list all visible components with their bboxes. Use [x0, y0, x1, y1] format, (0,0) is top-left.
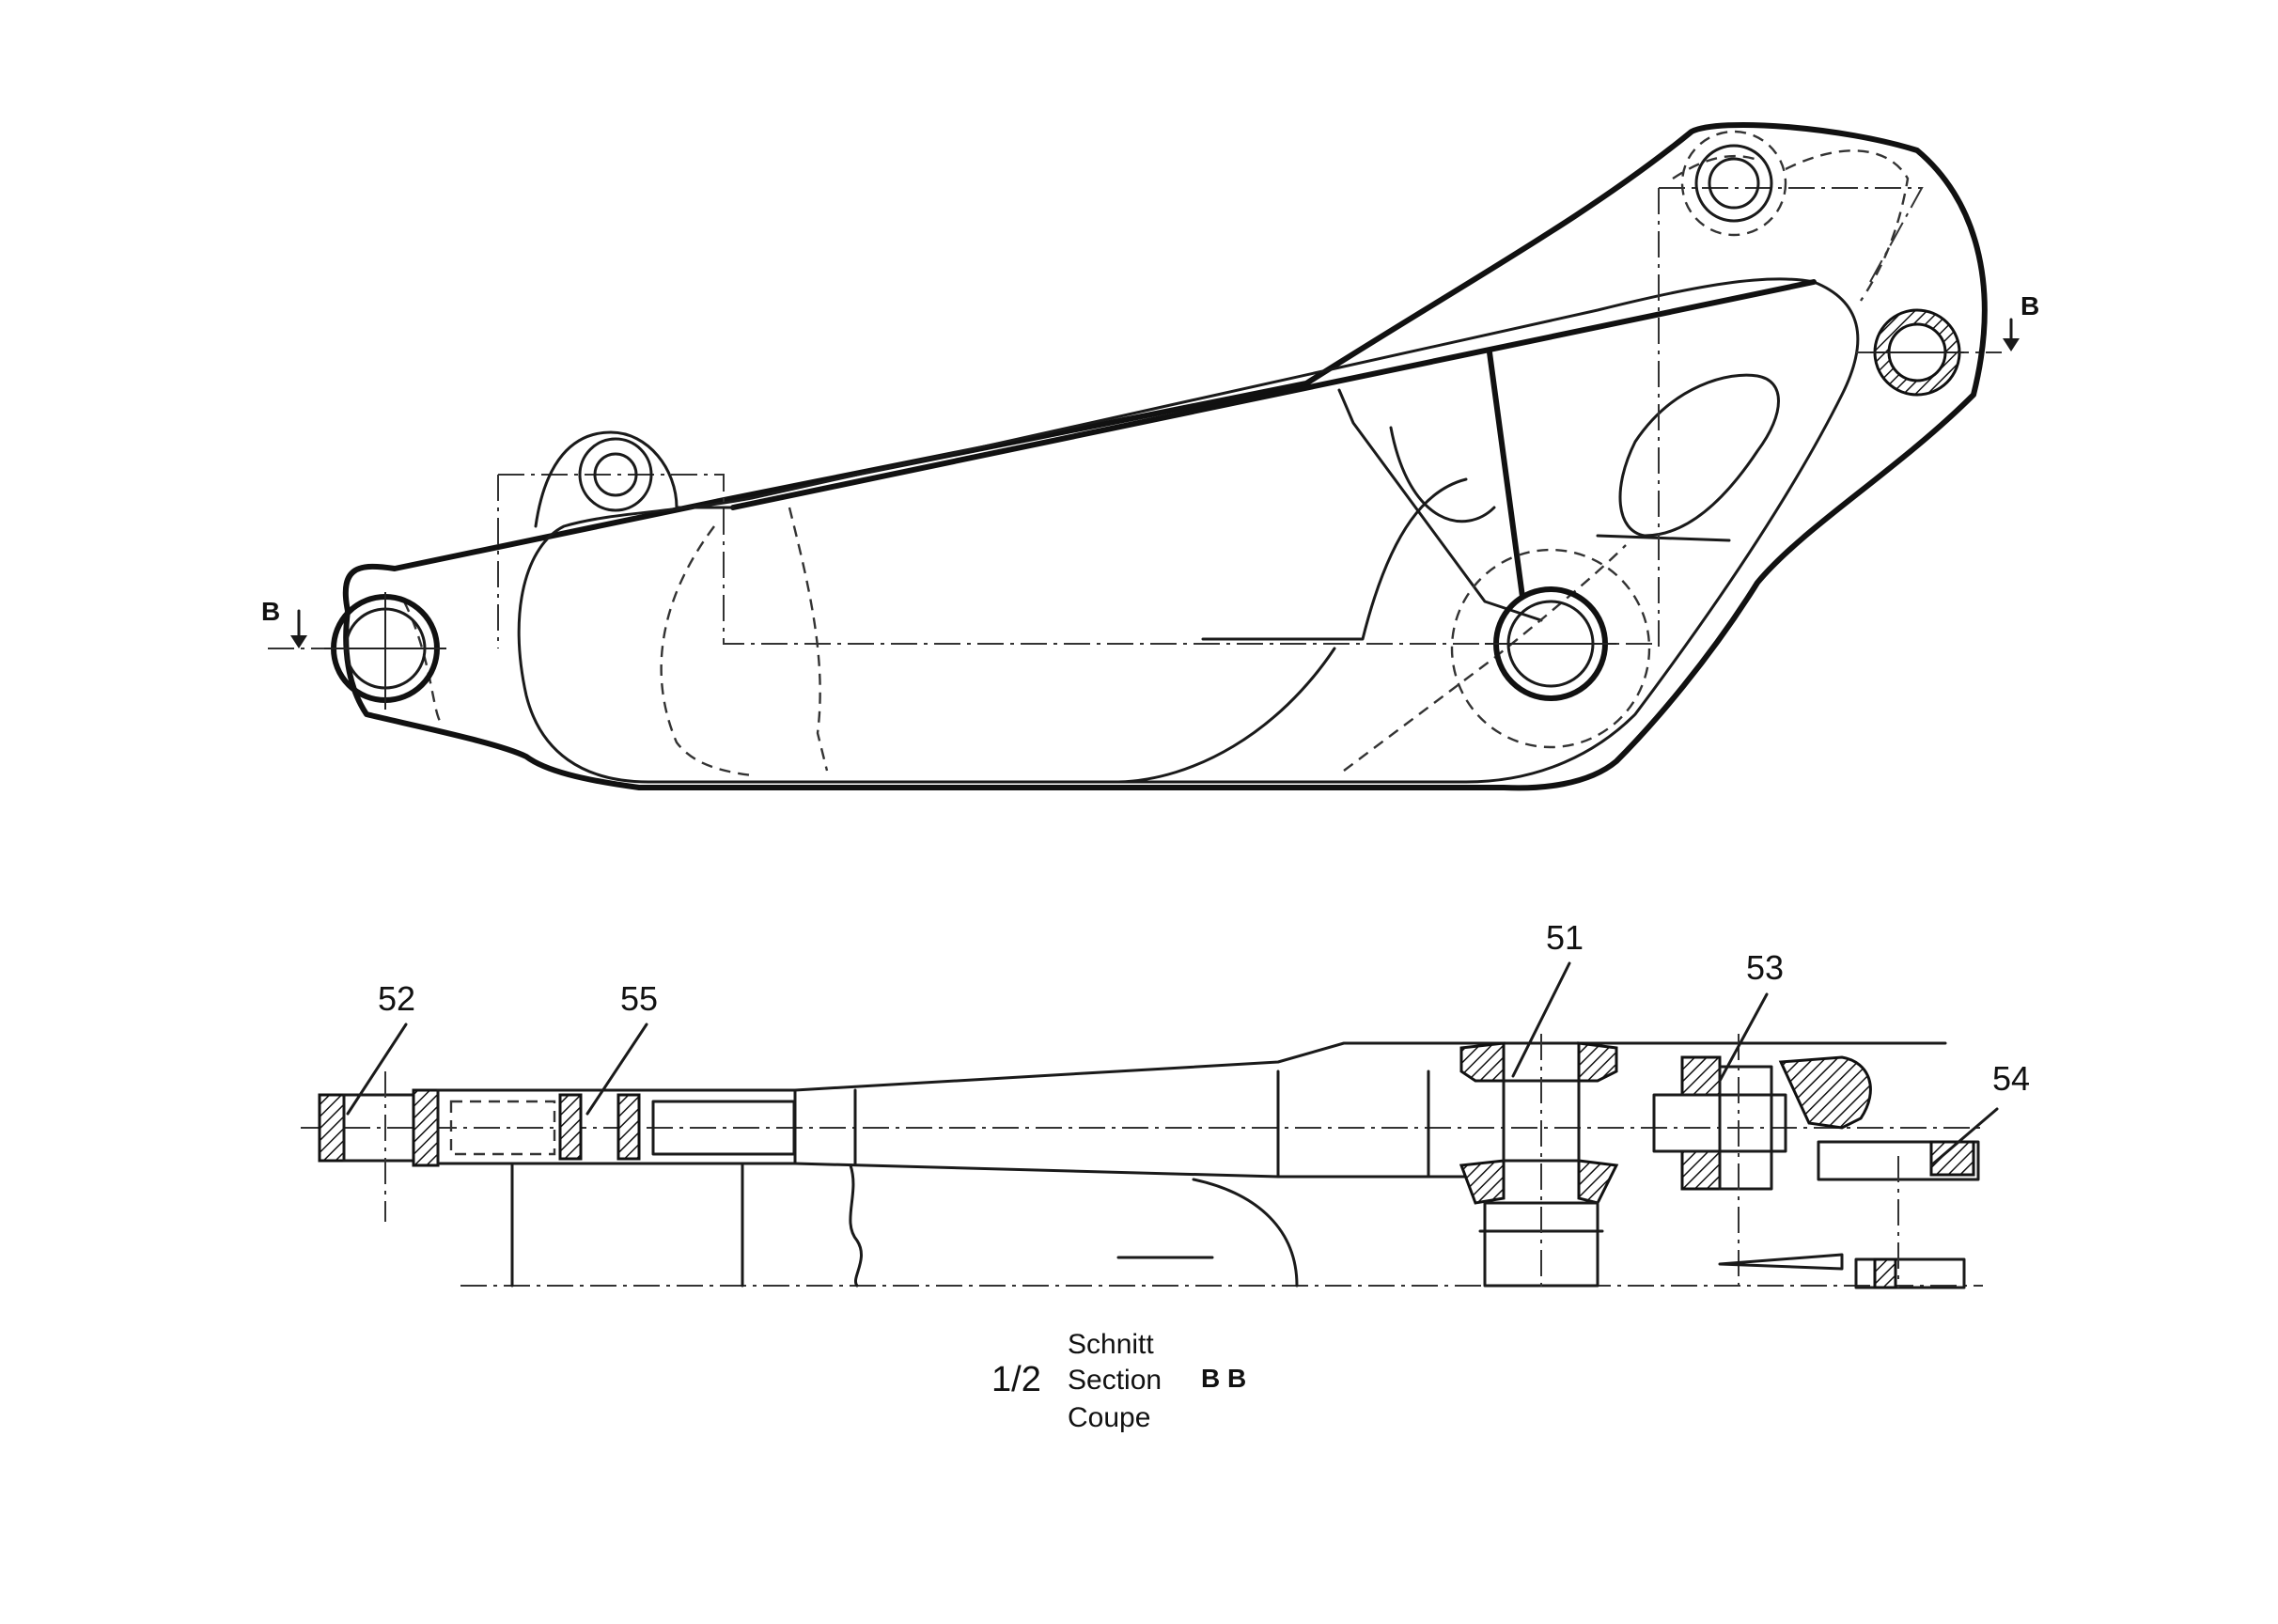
callout-54: 54	[1992, 1059, 2030, 1098]
boom-strut-2	[1337, 388, 1543, 622]
left-pin-boss	[324, 592, 446, 710]
section-caption: 1/2 Schnitt Section Coupe B B	[991, 1329, 1246, 1433]
leader-55	[585, 1023, 648, 1116]
lower-pin-hidden-circle	[1450, 548, 1651, 749]
boom-elevation-view: B B	[261, 121, 2039, 791]
section-far-right-pin	[1718, 1140, 1980, 1289]
boom-strut-3	[1596, 534, 1731, 542]
boom-oval-hole	[1618, 373, 1780, 538]
left-upper-lug	[534, 430, 735, 528]
section-boom-taper	[793, 1041, 1675, 1179]
section-marker-right: B	[2003, 291, 2039, 351]
caption-scale: 1/2	[991, 1360, 1041, 1399]
section-marker-left-letter: B	[261, 597, 280, 626]
boom-hidden-line-6	[1672, 154, 1758, 180]
right-pin-boss	[1870, 308, 1964, 397]
leader-51	[1511, 961, 1571, 1078]
boom-hidden-line-4	[1343, 544, 1627, 772]
leader-53	[1718, 992, 1769, 1083]
caption-line-1: Schnitt	[1068, 1329, 1154, 1360]
callout-52: 52	[378, 979, 415, 1018]
section-marker-right-letter: B	[2021, 291, 2039, 320]
leader-52	[346, 1023, 408, 1116]
boom-strut-4	[1389, 426, 1496, 523]
caption-line-2: Section	[1068, 1365, 1162, 1396]
callout-55: 55	[620, 979, 658, 1018]
upper-construction-frame	[1659, 187, 1924, 283]
boom-hidden-line-1	[660, 525, 753, 777]
section-right-housing	[1652, 1034, 1947, 1288]
boom-outer-contour	[342, 121, 1988, 791]
left-construction-frame	[498, 474, 1654, 645]
section-marker-left: B	[261, 597, 307, 648]
caption-line-3: Coupe	[1068, 1402, 1150, 1433]
boom-inner-window	[517, 277, 1860, 784]
leader-54	[1929, 1107, 1999, 1167]
section-left-pin-housing	[318, 1071, 440, 1222]
callout-53: 53	[1746, 948, 1784, 987]
middle-pin-boss	[1485, 586, 1616, 701]
boom-inner-rib	[1116, 477, 1468, 784]
caption-section-id: B B	[1201, 1364, 1246, 1393]
boom-top-chord	[730, 279, 1817, 510]
callout-51: 51	[1546, 918, 1584, 957]
section-bb-view: 52 55 51 53 54	[301, 918, 2030, 1289]
boom-strut-1	[1487, 350, 1525, 600]
boom-hidden-line-2	[788, 507, 829, 772]
section-bushing	[436, 1088, 797, 1165]
section-middle-pin-housing	[1459, 1034, 1619, 1288]
boom-hidden-line-5	[1785, 149, 1910, 302]
top-lug	[1680, 130, 1787, 237]
